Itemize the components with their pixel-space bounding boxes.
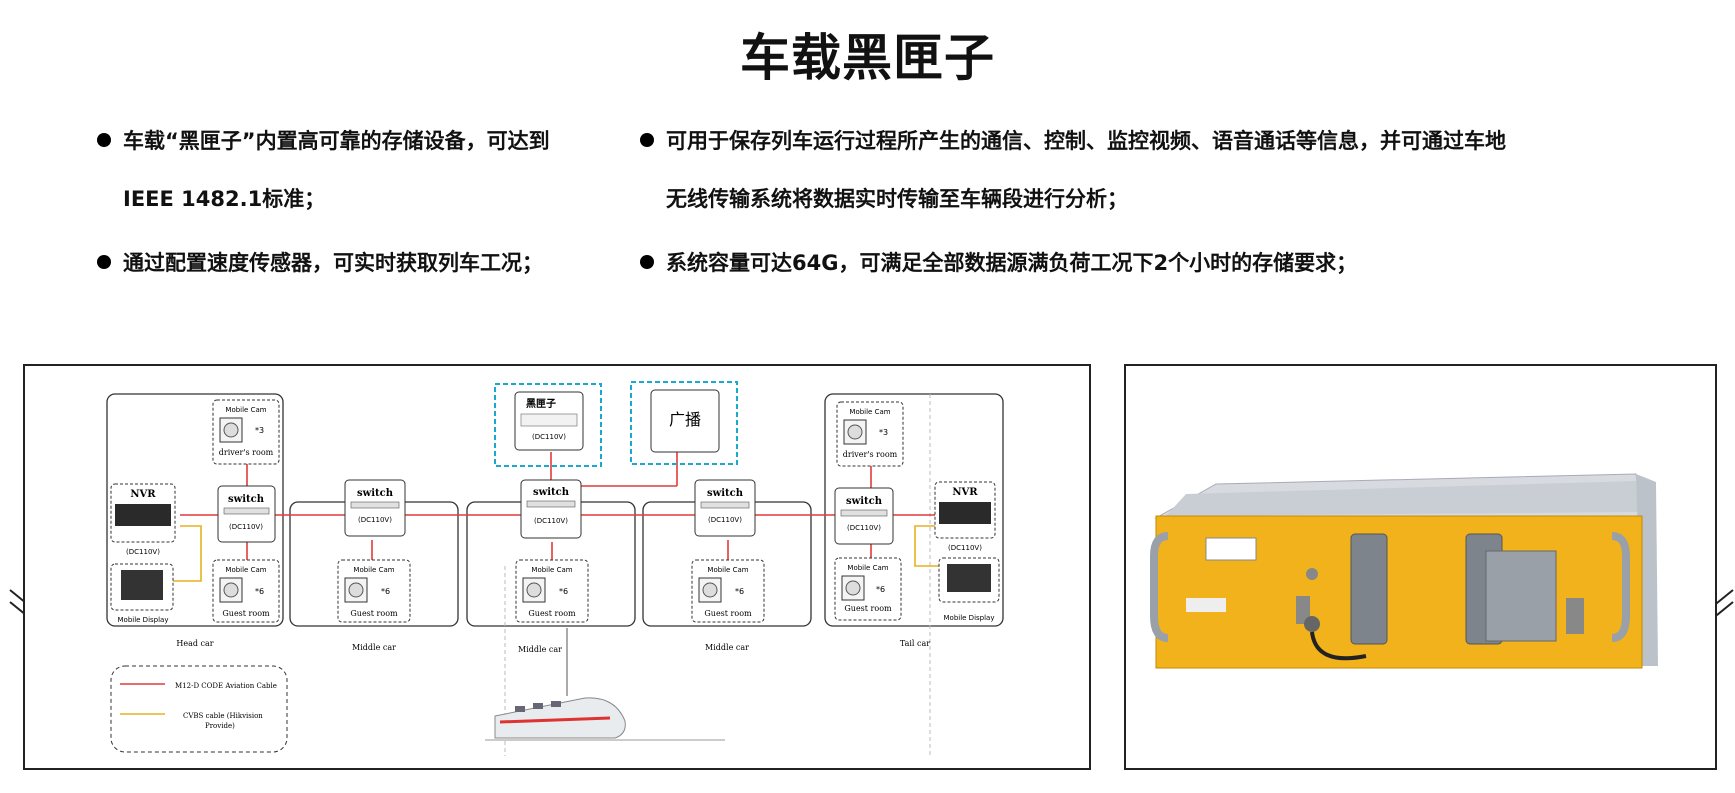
device-photo-panel [1124, 364, 1717, 770]
svg-text:*6: *6 [559, 587, 568, 596]
broadcast-highlight: 广播 [630, 381, 738, 465]
svg-text:*6: *6 [381, 587, 390, 596]
svg-text:switch: switch [533, 487, 570, 498]
svg-text:(DC110V): (DC110V) [532, 433, 566, 441]
head-nvr: NVR (DC110V) [110, 483, 176, 556]
svg-text:*3: *3 [255, 426, 264, 435]
svg-text:switch: switch [846, 496, 883, 507]
svg-text:黑匣子: 黑匣子 [526, 398, 556, 410]
svg-text:Mobile Cam: Mobile Cam [847, 564, 888, 572]
middle2-switch: switch (DC110V) [520, 479, 582, 539]
car-label-middle-1: Middle car [352, 643, 396, 652]
svg-text:Mobile Display: Mobile Display [944, 614, 995, 622]
svg-text:*6: *6 [876, 585, 885, 594]
tail-car-box [824, 393, 1004, 627]
svg-text:Mobile Cam: Mobile Cam [225, 406, 266, 414]
middle3-guest-cam: Mobile Cam *6 Guest room [691, 559, 765, 623]
svg-text:(DC110V): (DC110V) [948, 544, 982, 552]
bullet-text-line1: 可用于保存列车运行过程所产生的通信、控制、监控视频、语音通话等信息，并可通过车地 [666, 129, 1506, 153]
head-driver-cam: Mobile Cam *3 driver's room [212, 399, 280, 465]
aviation-cable-lines [180, 452, 935, 560]
car-label-middle-2: Middle car [518, 645, 562, 654]
svg-text:Mobile Cam: Mobile Cam [531, 566, 572, 574]
svg-text:(DC110V): (DC110V) [229, 523, 263, 531]
svg-text:switch: switch [707, 488, 744, 499]
svg-text:Guest room: Guest room [350, 609, 398, 618]
middle1-switch: switch (DC110V) [344, 479, 406, 537]
bullet-text-line2: IEEE 1482.1标准； [123, 187, 326, 211]
svg-text:NVR: NVR [130, 489, 156, 500]
svg-text:Mobile Display: Mobile Display [118, 616, 169, 624]
system-diagram-panel: Mobile Cam *3 driver's room NVR (DC110V)… [23, 364, 1091, 770]
bullet-storage: 车载“黑匣子”内置高可靠的存储设备，可达到 IEEE 1482.1标准； [97, 112, 613, 228]
head-guest-cam: Mobile Cam *6 Guest room [212, 559, 280, 623]
svg-text:(DC110V): (DC110V) [534, 517, 568, 525]
page-title: 车载黑匣子 [740, 29, 995, 87]
svg-text:switch: switch [357, 488, 394, 499]
bullet-dot-icon [97, 133, 111, 147]
bullet-dot-icon [640, 133, 654, 147]
svg-text:M12-D CODE Aviation Cable: M12-D CODE Aviation Cable [175, 682, 277, 690]
svg-text:*3: *3 [879, 428, 888, 437]
train-icon [485, 697, 725, 741]
tail-driver-cam: Mobile Cam *3 driver's room [836, 401, 904, 467]
blackbox-highlight: 黑匣子 (DC110V) [494, 383, 602, 467]
car-label-head: Head car [176, 639, 213, 648]
svg-text:*6: *6 [255, 587, 264, 596]
bullet-text-line1: 车载“黑匣子”内置高可靠的存储设备，可达到 [123, 129, 550, 153]
head-car-box [106, 393, 284, 627]
svg-text:广播: 广播 [669, 410, 701, 429]
middle1-guest-cam: Mobile Cam *6 Guest room [337, 559, 411, 623]
cvbs-cable-lines [173, 525, 943, 582]
bullet-data-save: 可用于保存列车运行过程所产生的通信、控制、监控视频、语音通话等信息，并可通过车地… [640, 112, 1726, 228]
svg-text:Mobile Cam: Mobile Cam [353, 566, 394, 574]
middle2-guest-cam: Mobile Cam *6 Guest room [515, 559, 589, 623]
svg-text:*6: *6 [735, 587, 744, 596]
svg-text:switch: switch [228, 494, 265, 505]
svg-text:(DC110V): (DC110V) [358, 516, 392, 524]
tail-mobile-display: Mobile Display [938, 557, 1000, 622]
svg-text:Mobile Cam: Mobile Cam [849, 408, 890, 416]
bullet-dot-icon [97, 255, 111, 269]
car-label-tail: Tail car [900, 639, 930, 648]
bullet-text-line1: 系统容量可达64G，可满足全部数据源满负荷工况下2个小时的存储要求； [666, 251, 1358, 275]
svg-text:(DC110V): (DC110V) [708, 516, 742, 524]
bullet-speed-sensor: 通过配置速度传感器，可实时获取列车工况； [97, 234, 633, 292]
svg-text:Mobile Cam: Mobile Cam [707, 566, 748, 574]
tail-guest-cam: Mobile Cam *6 Guest room [834, 557, 902, 621]
middle3-switch: switch (DC110V) [694, 479, 756, 537]
head-switch: switch (DC110V) [217, 485, 276, 543]
tail-switch: switch (DC110V) [834, 487, 894, 545]
svg-text:Guest room: Guest room [704, 609, 752, 618]
tail-nvr: NVR (DC110V) [934, 481, 996, 552]
svg-text:Mobile Cam: Mobile Cam [225, 566, 266, 574]
svg-text:driver's room: driver's room [219, 448, 274, 457]
svg-text:Provide): Provide) [205, 722, 235, 730]
bullet-capacity: 系统容量可达64G，可满足全部数据源满负荷工况下2个小时的存储要求； [640, 234, 1726, 292]
car-label-middle-3: Middle car [705, 643, 749, 652]
svg-text:Guest room: Guest room [844, 604, 892, 613]
svg-text:Guest room: Guest room [222, 609, 270, 618]
network-diagram: Mobile Cam *3 driver's room NVR (DC110V)… [106, 381, 1004, 756]
svg-text:Guest room: Guest room [528, 609, 576, 618]
bullet-text-line1: 通过配置速度传感器，可实时获取列车工况； [123, 251, 543, 275]
svg-text:CVBS cable (Hikvision: CVBS cable (Hikvision [183, 712, 263, 720]
head-mobile-display: Mobile Display [110, 563, 174, 624]
bullet-text-line2: 无线传输系统将数据实时传输至车辆段进行分析； [666, 187, 1128, 211]
cable-legend: M12-D CODE Aviation Cable CVBS cable (Hi… [110, 665, 288, 753]
svg-text:(DC110V): (DC110V) [126, 548, 160, 556]
svg-text:NVR: NVR [952, 487, 978, 498]
svg-text:driver's room: driver's room [843, 450, 898, 459]
svg-text:(DC110V): (DC110V) [847, 524, 881, 532]
blackbox-device-photo-icon [1150, 473, 1658, 669]
bullet-dot-icon [640, 255, 654, 269]
